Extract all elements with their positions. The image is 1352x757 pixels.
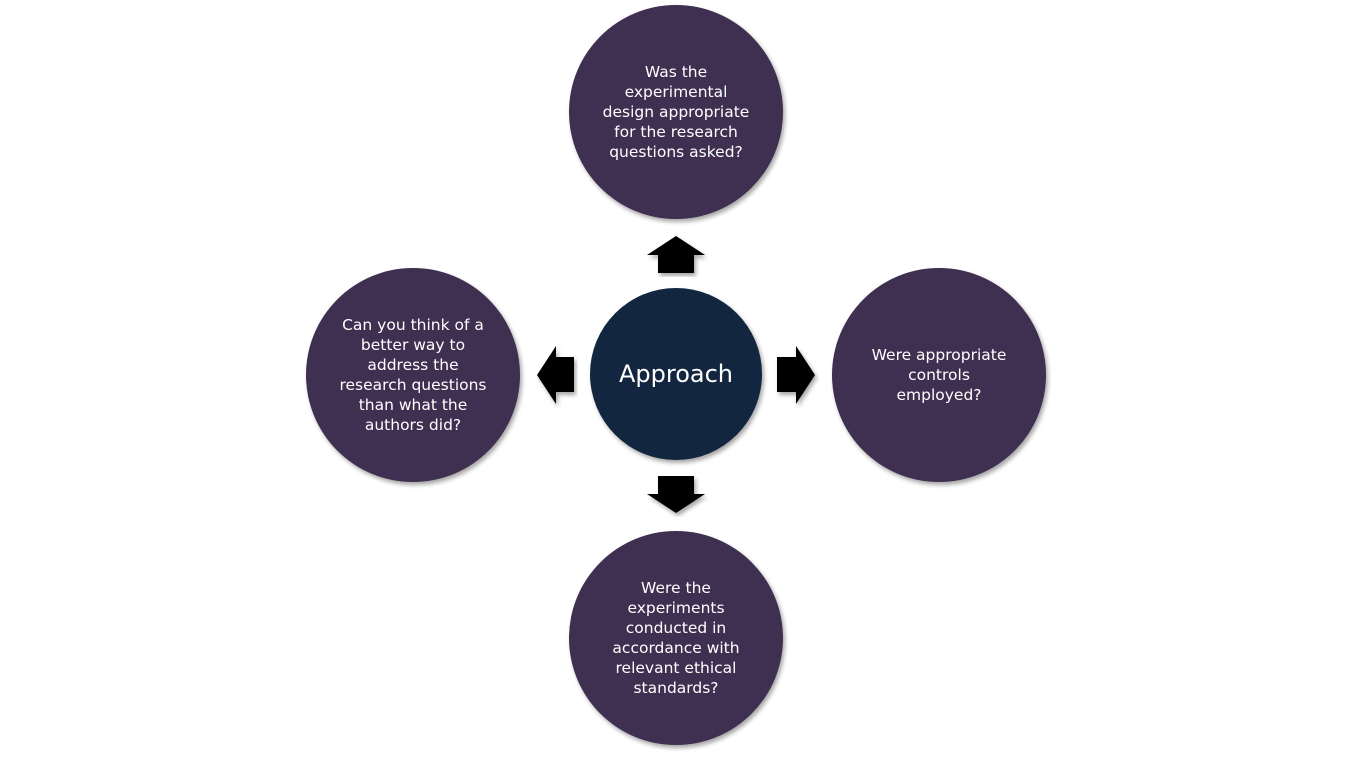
arrow-right-icon: [777, 346, 815, 404]
node-top: Was the experimental design appropriate …: [569, 5, 783, 219]
node-right-text: Were appropriate controls employed?: [871, 346, 1007, 404]
node-bottom: Were the experiments conducted in accord…: [569, 531, 783, 745]
node-top-text: Was the experimental design appropriate …: [602, 63, 750, 161]
center-label: Approach: [618, 360, 734, 388]
arrow-down-icon: [647, 476, 705, 513]
center-node: Approach: [590, 288, 762, 460]
arrow-up-icon: [647, 236, 705, 273]
node-left-text: Can you think of a better way to address…: [339, 316, 487, 434]
node-right: Were appropriate controls employed?: [832, 268, 1046, 482]
node-left: Can you think of a better way to address…: [306, 268, 520, 482]
node-bottom-text: Were the experiments conducted in accord…: [612, 579, 740, 697]
arrow-left-icon: [537, 346, 574, 404]
